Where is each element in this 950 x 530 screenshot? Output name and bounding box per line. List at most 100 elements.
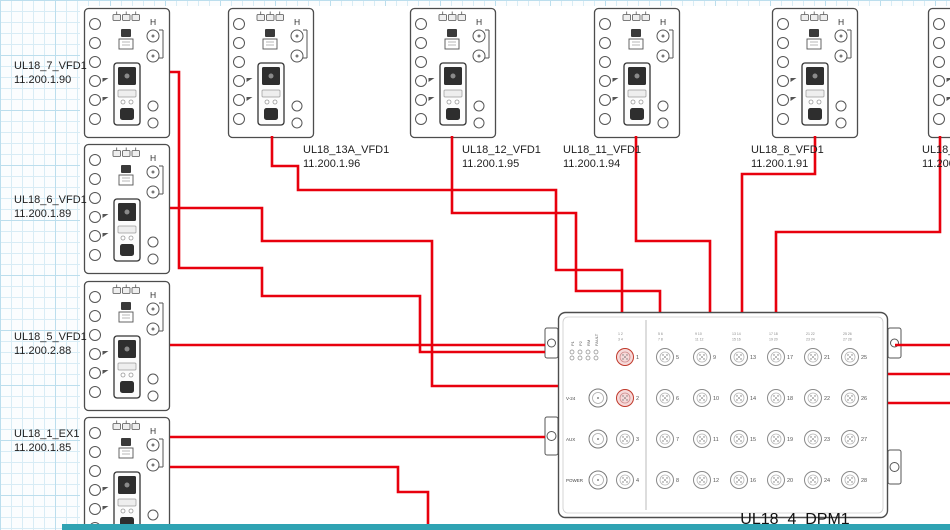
dpm-port-1[interactable]: 1 xyxy=(616,348,640,366)
vfd-device-ul18-12-vfd1[interactable]: H xyxy=(409,7,497,139)
terminal-block-icon xyxy=(112,150,121,157)
terminal-block-icon xyxy=(131,423,140,430)
port-number: 17 xyxy=(787,355,793,361)
dpm-port-23[interactable]: 23 xyxy=(804,430,831,448)
device-name: UL18_7_VFD1 xyxy=(14,60,87,72)
port-column-header: 27 28 xyxy=(843,338,852,342)
dpm-port-12[interactable]: 12 xyxy=(693,471,720,489)
dpm-port-21[interactable]: 21 xyxy=(804,348,831,366)
dpm-port-3[interactable]: 3 xyxy=(616,430,640,448)
dpm-port-9[interactable]: 9 xyxy=(693,348,717,366)
comm-port-icon xyxy=(447,29,457,37)
terminal-block-icon xyxy=(122,423,131,430)
dpm-port-27[interactable]: 27 xyxy=(841,430,868,448)
dpm-port-16[interactable]: 16 xyxy=(730,471,757,489)
dpm-port-22[interactable]: 22 xyxy=(804,389,831,407)
vfd-device-ul18-7-vfd1[interactable]: H xyxy=(83,7,171,139)
network-cable-7[interactable] xyxy=(450,136,662,312)
terminal-block-icon xyxy=(438,14,447,21)
dpm-port-25[interactable]: 25 xyxy=(841,348,868,366)
network-cable-8[interactable] xyxy=(634,136,712,312)
device-label-partial: UL18_ 11.200. xyxy=(922,144,950,171)
vfd-device-ul18-13a-vfd1[interactable]: H xyxy=(227,7,315,139)
dpm-port-6[interactable]: 6 xyxy=(656,389,680,407)
dpm-port-4[interactable]: 4 xyxy=(616,471,640,489)
vfd-device-ul18-partial[interactable]: H xyxy=(927,7,950,139)
comm-port-icon xyxy=(121,438,131,446)
device-ip: 11.200. xyxy=(922,157,950,170)
dpm-port-13[interactable]: 13 xyxy=(730,348,757,366)
device-name: UL18_8_VFD1 xyxy=(751,144,824,156)
vfd-corner-marker: H xyxy=(294,17,300,27)
terminal-block-icon xyxy=(819,14,828,21)
dpm-port-19[interactable]: 19 xyxy=(767,430,794,448)
dpm-port-5[interactable]: 5 xyxy=(656,348,680,366)
terminal-block-icon xyxy=(810,14,819,21)
device-label-ul18-12: UL18_12_VFD1 11.200.1.95 xyxy=(462,144,541,171)
flag-icon xyxy=(946,97,950,101)
vfd-corner-marker: H xyxy=(660,17,666,27)
dpm-port-2[interactable]: 2 xyxy=(616,389,640,407)
network-cable-2[interactable] xyxy=(170,206,558,388)
device-label-ul18-1: UL18_1_EX1 11.200.1.85 xyxy=(14,428,79,455)
led-label: RM xyxy=(586,340,591,346)
dpm-port-10[interactable]: 10 xyxy=(693,389,720,407)
terminal-block-icon xyxy=(266,14,275,21)
dpm-port-15[interactable]: 15 xyxy=(730,430,757,448)
nav-wheel-icon xyxy=(446,108,460,120)
vfd-device-ul18-6-vfd1[interactable]: H xyxy=(83,143,171,275)
device-label-ul18-11: UL18_11_VFD1 11.200.1.94 xyxy=(563,144,641,171)
dpm-port-17[interactable]: 17 xyxy=(767,348,794,366)
terminal-block-icon xyxy=(641,14,650,21)
terminal-block-icon xyxy=(457,14,466,21)
vfd-device-ul18-8-vfd1[interactable]: H xyxy=(771,7,859,139)
flag-icon xyxy=(790,97,797,101)
port-column-header: 11 12 xyxy=(695,338,704,342)
vfd-device-ul18-11-vfd1[interactable]: H xyxy=(593,7,681,139)
dpm-port-26[interactable]: 26 xyxy=(841,389,868,407)
dpm-port-28[interactable]: 28 xyxy=(841,471,868,489)
dpm-port-20[interactable]: 20 xyxy=(767,471,794,489)
network-cable-9[interactable] xyxy=(740,136,817,312)
flag-icon xyxy=(946,78,950,82)
dpm-port-24[interactable]: 24 xyxy=(804,471,831,489)
device-name: UL18_1_EX1 xyxy=(14,428,80,440)
flag-icon xyxy=(102,78,109,82)
dpm-port-7[interactable]: 7 xyxy=(656,430,680,448)
dpm-port-8[interactable]: 8 xyxy=(656,471,680,489)
network-cable-1[interactable] xyxy=(170,70,545,354)
dpm-port-14[interactable]: 14 xyxy=(730,389,757,407)
flag-icon xyxy=(428,97,435,101)
network-cable-10[interactable] xyxy=(774,136,942,312)
port-number: 15 xyxy=(750,437,756,443)
flag-icon xyxy=(246,78,253,82)
vfd-corner-marker: H xyxy=(150,17,156,27)
comm-port-icon xyxy=(121,29,131,37)
device-name: UL18_5_VFD1 xyxy=(14,331,87,343)
port-number: 27 xyxy=(861,437,867,443)
flag-icon xyxy=(102,351,109,355)
network-cable-5[interactable] xyxy=(170,465,430,530)
port-number: 2 xyxy=(636,396,639,402)
terminal-block-icon xyxy=(112,423,121,430)
device-ip: 11.200.2.88 xyxy=(14,344,72,357)
port-column-header: 1 2 xyxy=(618,332,623,336)
dpm-port-18[interactable]: 18 xyxy=(767,389,794,407)
port-number: 23 xyxy=(824,437,830,443)
port-number: 10 xyxy=(713,396,719,402)
network-cable-6[interactable] xyxy=(270,136,624,312)
vfd-device-ul18-1-ex1[interactable]: H xyxy=(83,416,171,530)
port-number: 25 xyxy=(861,355,867,361)
port-number: 6 xyxy=(676,396,679,402)
terminal-block-icon xyxy=(800,14,809,21)
port-number: 28 xyxy=(861,478,867,484)
dpm-body xyxy=(557,311,889,519)
port-number: 22 xyxy=(824,396,830,402)
port-column-header: 9 10 xyxy=(695,332,702,336)
device-label-ul18-7: UL18_7_VFD1 11.200.1.90 xyxy=(14,60,87,87)
dpm-port-11[interactable]: 11 xyxy=(693,430,719,448)
vfd-device-ul18-5-vfd1[interactable]: H xyxy=(83,280,171,412)
